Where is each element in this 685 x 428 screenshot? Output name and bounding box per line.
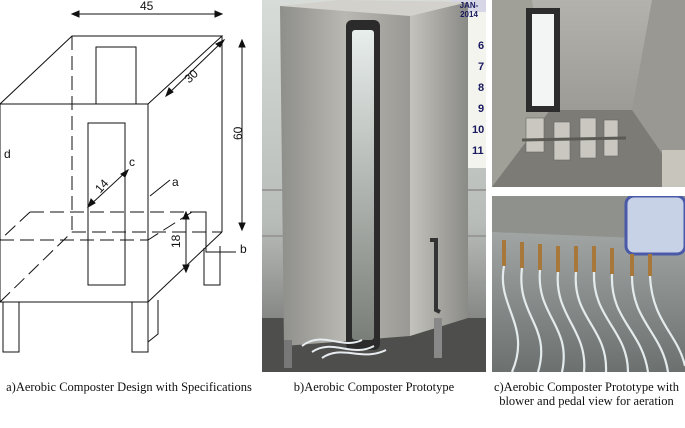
caption-c: c)Aerobic Composter Prototype with blowe… [493, 380, 680, 408]
calendar-day-9: 9 [478, 103, 485, 115]
dim-depth-arrow-a [165, 87, 174, 98]
dim-width-arrow-right [214, 10, 224, 18]
handle-pipe [430, 238, 441, 314]
interior-window-glass [532, 14, 554, 106]
dim-base-arrow-bottom [182, 264, 190, 274]
dim-base-label: 18 [169, 234, 183, 248]
dim-height-arrow-top [238, 38, 246, 48]
label-b: b [240, 242, 247, 256]
label-a: a [172, 175, 179, 189]
front-window [87, 122, 126, 286]
interior-photo [492, 0, 685, 187]
dim-depth-line [165, 39, 225, 97]
dim-height-arrow-bottom [238, 222, 246, 232]
label-c: c [129, 155, 135, 169]
prototype-photo: JAN-2014 6 7 8 9 10 11 [262, 0, 486, 372]
prototype-svg [262, 0, 486, 372]
blower-photo [492, 196, 685, 372]
composter-front [280, 6, 410, 346]
front-face [0, 103, 149, 303]
dim-depth-arrow-b [215, 38, 226, 48]
dim-base-arrow-top [182, 210, 190, 220]
calendar-day-7: 7 [478, 61, 485, 73]
caption-b: b)Aerobic Composter Prototype [293, 380, 455, 394]
pedal-shaft [521, 136, 627, 142]
dim-depth-label: 30 [182, 66, 202, 86]
dim-window-label: 14 [92, 176, 112, 196]
calendar-day-10: 10 [472, 124, 485, 136]
dim-window-arrow-a [87, 198, 96, 209]
hidden-left-edge [0, 231, 73, 303]
leader-a [149, 179, 171, 197]
pipe-b [192, 211, 236, 253]
section-line-left [0, 211, 31, 241]
interior-corner [662, 150, 685, 187]
composter-design-drawing: 45 30 60 14 18 a b c d [0, 0, 258, 372]
interior-svg [492, 0, 685, 187]
leg-front-right [131, 301, 149, 353]
label-d: d [4, 147, 11, 161]
back-window [95, 46, 137, 104]
window-glass [352, 30, 374, 340]
tubes [301, 338, 387, 359]
calendar-header: JAN-2014 [459, 1, 479, 19]
top-face [0, 35, 224, 105]
blower-unit [624, 196, 685, 256]
caption-a: a)Aerobic Composter Design with Specific… [6, 380, 252, 394]
dim-window-arrow-b [120, 168, 130, 178]
dim-width-label: 45 [140, 0, 154, 13]
leg-front-left [2, 301, 20, 353]
calendar-day-6: 6 [478, 40, 485, 52]
air-tubes [501, 265, 685, 372]
dim-height-label: 60 [231, 126, 245, 140]
leg-2 [434, 318, 442, 358]
leg-1 [284, 340, 292, 368]
leg-front-right-side [147, 300, 159, 343]
blower-svg [492, 196, 685, 372]
interior-right-wall [632, 0, 685, 187]
dim-width-arrow-left [70, 10, 80, 18]
calendar-day-11: 11 [472, 145, 484, 157]
design-svg: 45 30 60 14 18 a b c d [0, 0, 247, 353]
composter-top [280, 0, 468, 16]
dim-window-line [87, 169, 129, 208]
nozzles [502, 240, 652, 276]
calendar-day-8: 8 [478, 82, 485, 94]
leg-back-right [203, 246, 221, 286]
composter-side [410, 2, 468, 336]
